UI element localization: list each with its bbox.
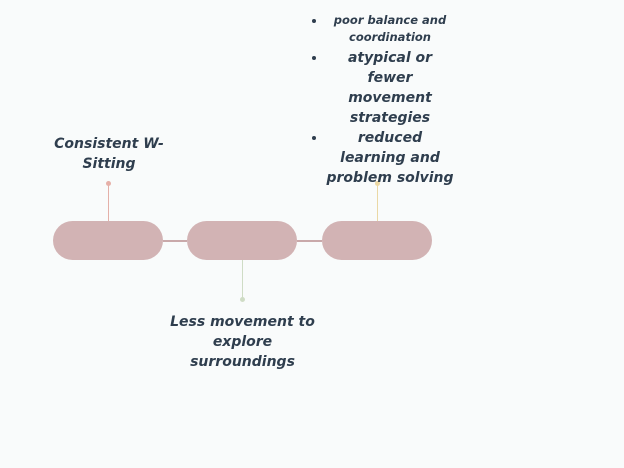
connector-line [163,240,187,242]
label-consistent-w-sitting: Consistent W-Sitting [54,136,164,172]
timeline-node-2 [187,221,297,260]
connector-line [297,240,322,242]
outcome-text: atypical or fewer movement strategies [347,50,433,126]
bullet-icon [312,136,316,140]
timeline-node-3 [322,221,432,260]
callout-dot-2 [240,297,245,302]
callout-stem-2 [242,260,243,298]
outcome-item: atypical or fewer movement strategies [306,48,456,128]
callout-dot-3 [375,181,380,186]
outcome-item: reduced learning and problem solving [306,128,456,188]
outcome-text: poor balance and coordination [333,13,447,44]
bullet-icon [312,19,316,23]
label-less-movement: Less movement to explore surroundings [170,314,315,370]
callout-dot-1 [106,181,111,186]
outcome-text: reduced learning and problem solving [326,130,454,186]
callout-stem-3 [377,184,378,221]
outcome-item: poor balance and coordination [306,12,456,46]
callout-stem-1 [108,184,109,221]
timeline-node-1 [53,221,163,260]
bullet-icon [312,56,316,60]
outcomes-list: poor balance and coordination atypical o… [306,0,456,188]
